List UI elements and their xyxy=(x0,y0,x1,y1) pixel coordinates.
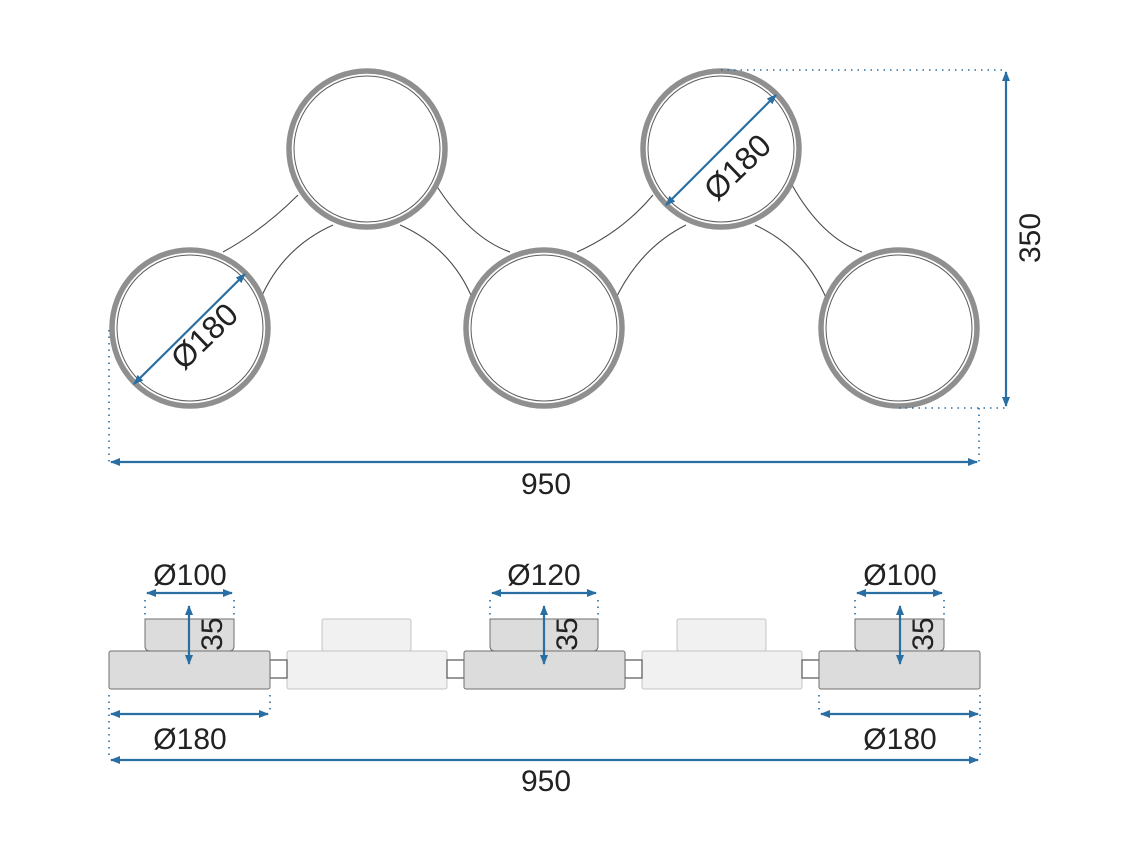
arm-plate-right xyxy=(641,650,803,690)
depth-label-left: 35 xyxy=(196,617,229,650)
arm-shade-left xyxy=(321,618,412,652)
arm-plate-left xyxy=(286,650,448,690)
shade-label-center: Ø120 xyxy=(507,559,580,592)
connector-4 xyxy=(801,659,820,679)
top-view: Ø180 Ø180 350 950 xyxy=(108,68,1047,501)
shade-label-right: Ø100 xyxy=(863,559,936,592)
ring-2 xyxy=(286,68,448,230)
connector-1 xyxy=(269,659,288,679)
height-label: 350 xyxy=(1014,213,1047,263)
connector-2 xyxy=(446,659,465,679)
shade-label-left: Ø100 xyxy=(153,559,226,592)
base-label-right: Ø180 xyxy=(863,723,936,756)
connector-3 xyxy=(624,659,643,679)
ring-3 xyxy=(463,247,625,409)
width-label: 950 xyxy=(521,468,571,501)
depth-label-center: 35 xyxy=(551,617,584,650)
base-label-left: Ø180 xyxy=(153,723,226,756)
connecting-arms xyxy=(222,184,863,301)
depth-label-right: 35 xyxy=(907,617,940,650)
ring-5 xyxy=(818,247,980,409)
diameter-line-left xyxy=(133,273,246,385)
side-width-label: 950 xyxy=(521,765,571,798)
side-view: Ø100 Ø120 Ø100 35 35 35 Ø180 Ø180 950 xyxy=(108,559,981,798)
diameter-line-right xyxy=(665,94,777,206)
arm-shade-right xyxy=(676,618,767,652)
